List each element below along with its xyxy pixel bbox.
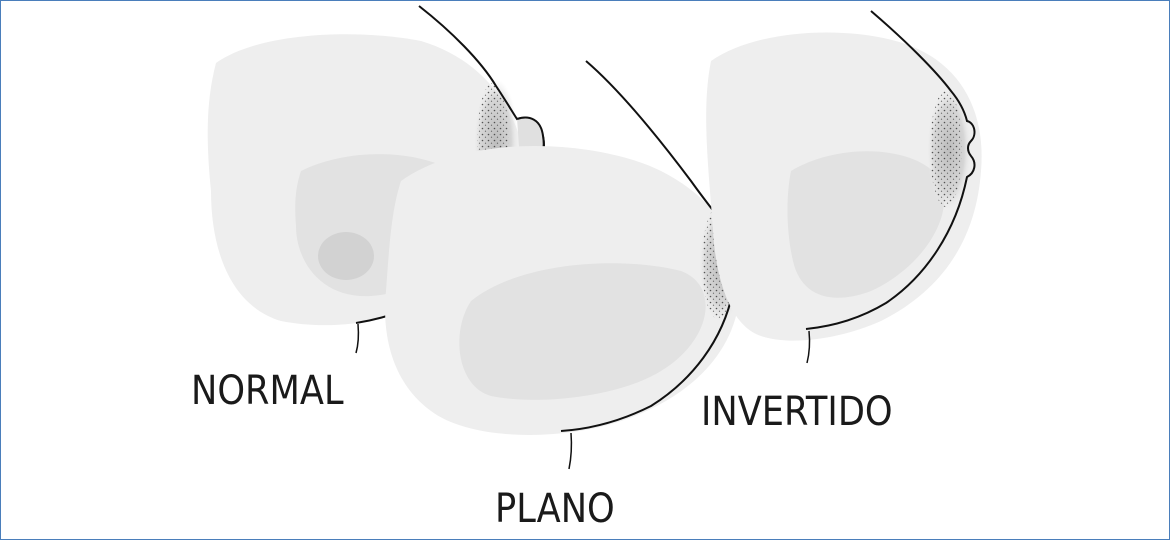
breast-invertido	[706, 11, 981, 363]
label-invertido: INVERTIDO	[701, 392, 893, 432]
label-normal: NORMAL	[191, 371, 344, 411]
breast-normal-shadow	[318, 232, 374, 280]
breast-plano-fold	[569, 433, 571, 469]
label-plano: PLANO	[495, 489, 615, 529]
breast-invertido-areola-dots	[930, 91, 962, 207]
breast-normal-fold	[356, 324, 358, 353]
